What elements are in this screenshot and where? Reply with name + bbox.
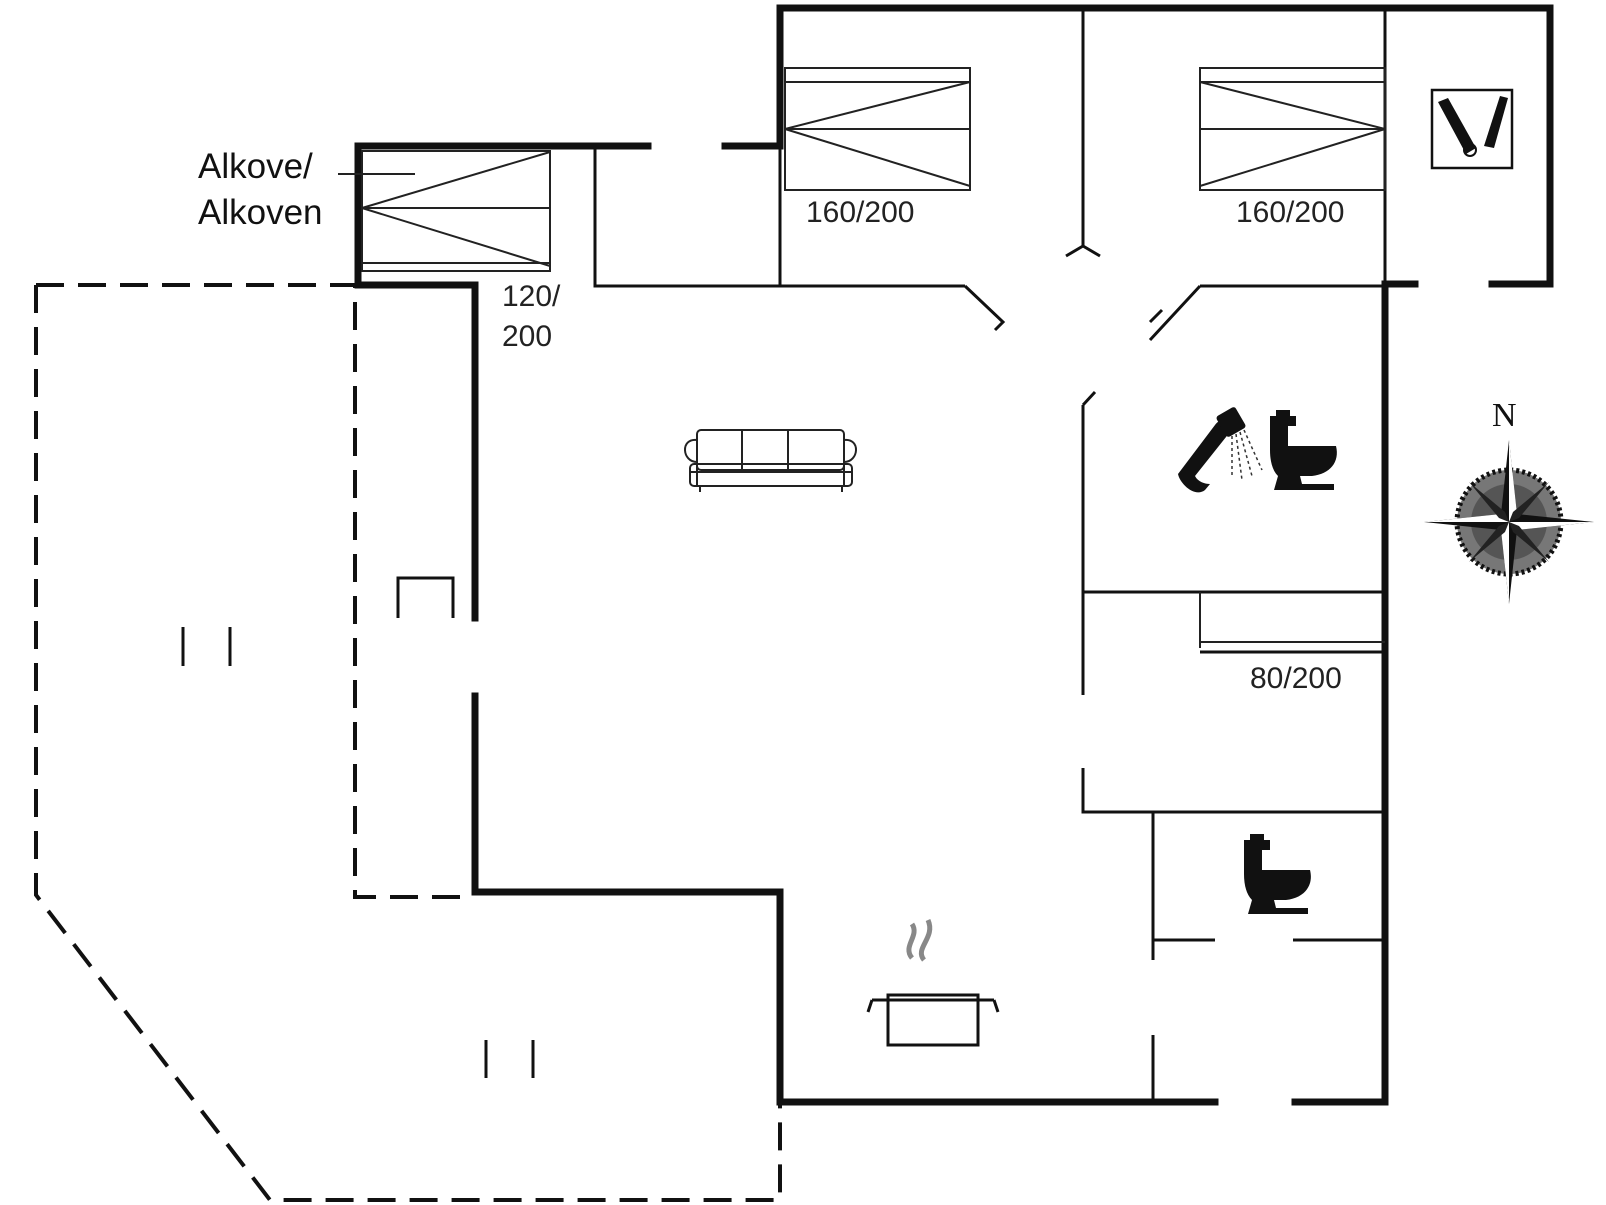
toilet-icon — [1244, 834, 1311, 914]
bed-size-room1: 160/200 — [806, 196, 914, 229]
alkove-label-line1: Alkove/ — [198, 147, 313, 186]
bed-room3 — [1199, 592, 1385, 654]
toilet-icon — [1270, 410, 1337, 490]
bed-size-room2: 160/200 — [1236, 196, 1344, 229]
windows — [181, 576, 535, 1078]
utility-icon — [1430, 88, 1514, 170]
bed-room1 — [784, 67, 971, 191]
exterior-walls — [354, 4, 1554, 1106]
bed-size-alcove-line2: 200 — [502, 320, 552, 353]
bed-size-alcove-line1: 120/ — [502, 280, 561, 313]
shower-icon — [1178, 407, 1263, 493]
terrace-outline — [34, 283, 782, 1202]
cooking-pot-icon — [866, 918, 1000, 1047]
north-label: N — [1492, 397, 1517, 434]
bed-size-room3: 80/200 — [1250, 662, 1342, 695]
bed-alcove — [338, 150, 551, 272]
compass-rose-icon — [1424, 440, 1594, 604]
sofa-icon — [684, 429, 857, 492]
bed-room2 — [1199, 67, 1386, 191]
interior-walls — [593, 8, 1387, 1102]
alkove-label-line2: Alkoven — [198, 193, 323, 232]
